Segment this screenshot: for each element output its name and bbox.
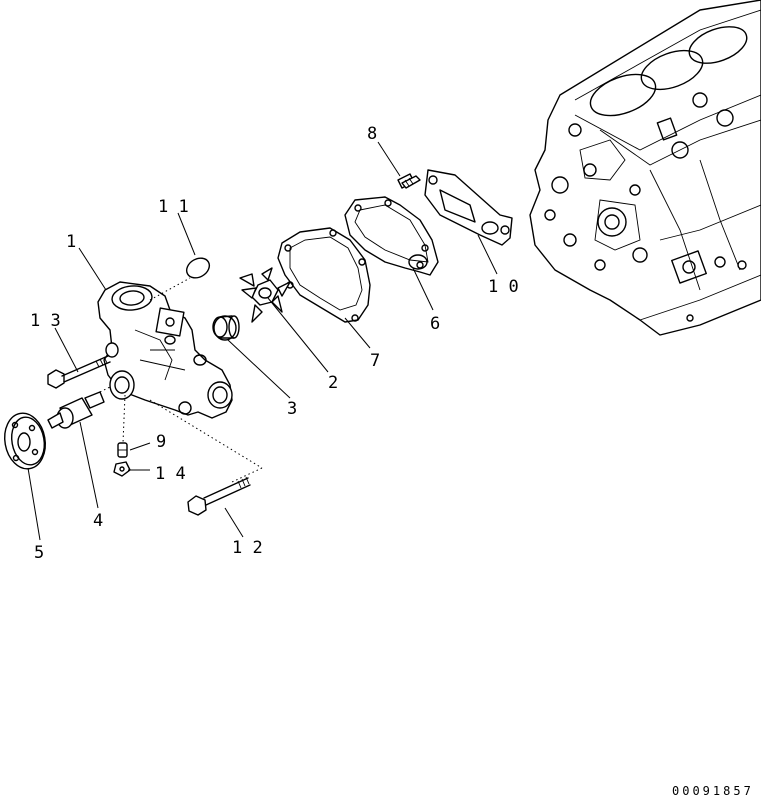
bearing-shaft-4 — [47, 391, 105, 429]
bolt-8 — [397, 173, 421, 189]
callout-2: 2 — [328, 373, 338, 393]
washer — [105, 342, 119, 358]
assembly-lines — [99, 277, 263, 483]
bolt-icon — [47, 355, 111, 389]
callout-3: 3 — [287, 399, 297, 419]
callout-5: 5 — [34, 543, 44, 563]
callout-4: 4 — [93, 511, 103, 531]
drawing-number: 00091857 — [672, 784, 754, 798]
gasket-10 — [424, 169, 513, 246]
engine-block-icon — [529, 0, 761, 336]
callout-10: 1 0 — [488, 277, 519, 297]
bolt-12 — [187, 476, 251, 516]
impeller-icon — [239, 267, 291, 323]
plate-6 — [344, 196, 439, 276]
callout-8: 8 — [367, 124, 377, 144]
callout-12: 1 2 — [232, 538, 263, 558]
gasket-7 — [277, 227, 371, 323]
pin-9 — [117, 442, 128, 458]
o-ring-11 — [185, 257, 211, 279]
callout-7: 7 — [370, 351, 380, 371]
callout-14: 1 4 — [155, 464, 186, 484]
flange-5 — [4, 412, 46, 470]
seal-3 — [212, 315, 240, 341]
callout-labels: 1 1 1 1 3 8 1 0 6 7 2 3 9 1 4 4 5 1 2 — [30, 124, 519, 563]
callout-1: 1 — [66, 232, 76, 252]
water-pump-icon — [97, 281, 233, 419]
callout-9: 9 — [156, 432, 166, 452]
callout-6: 6 — [430, 314, 440, 334]
plug-14 — [113, 461, 131, 477]
callout-11: 1 1 — [158, 197, 189, 217]
callout-13: 1 3 — [30, 311, 61, 331]
leader-lines — [27, 141, 498, 541]
